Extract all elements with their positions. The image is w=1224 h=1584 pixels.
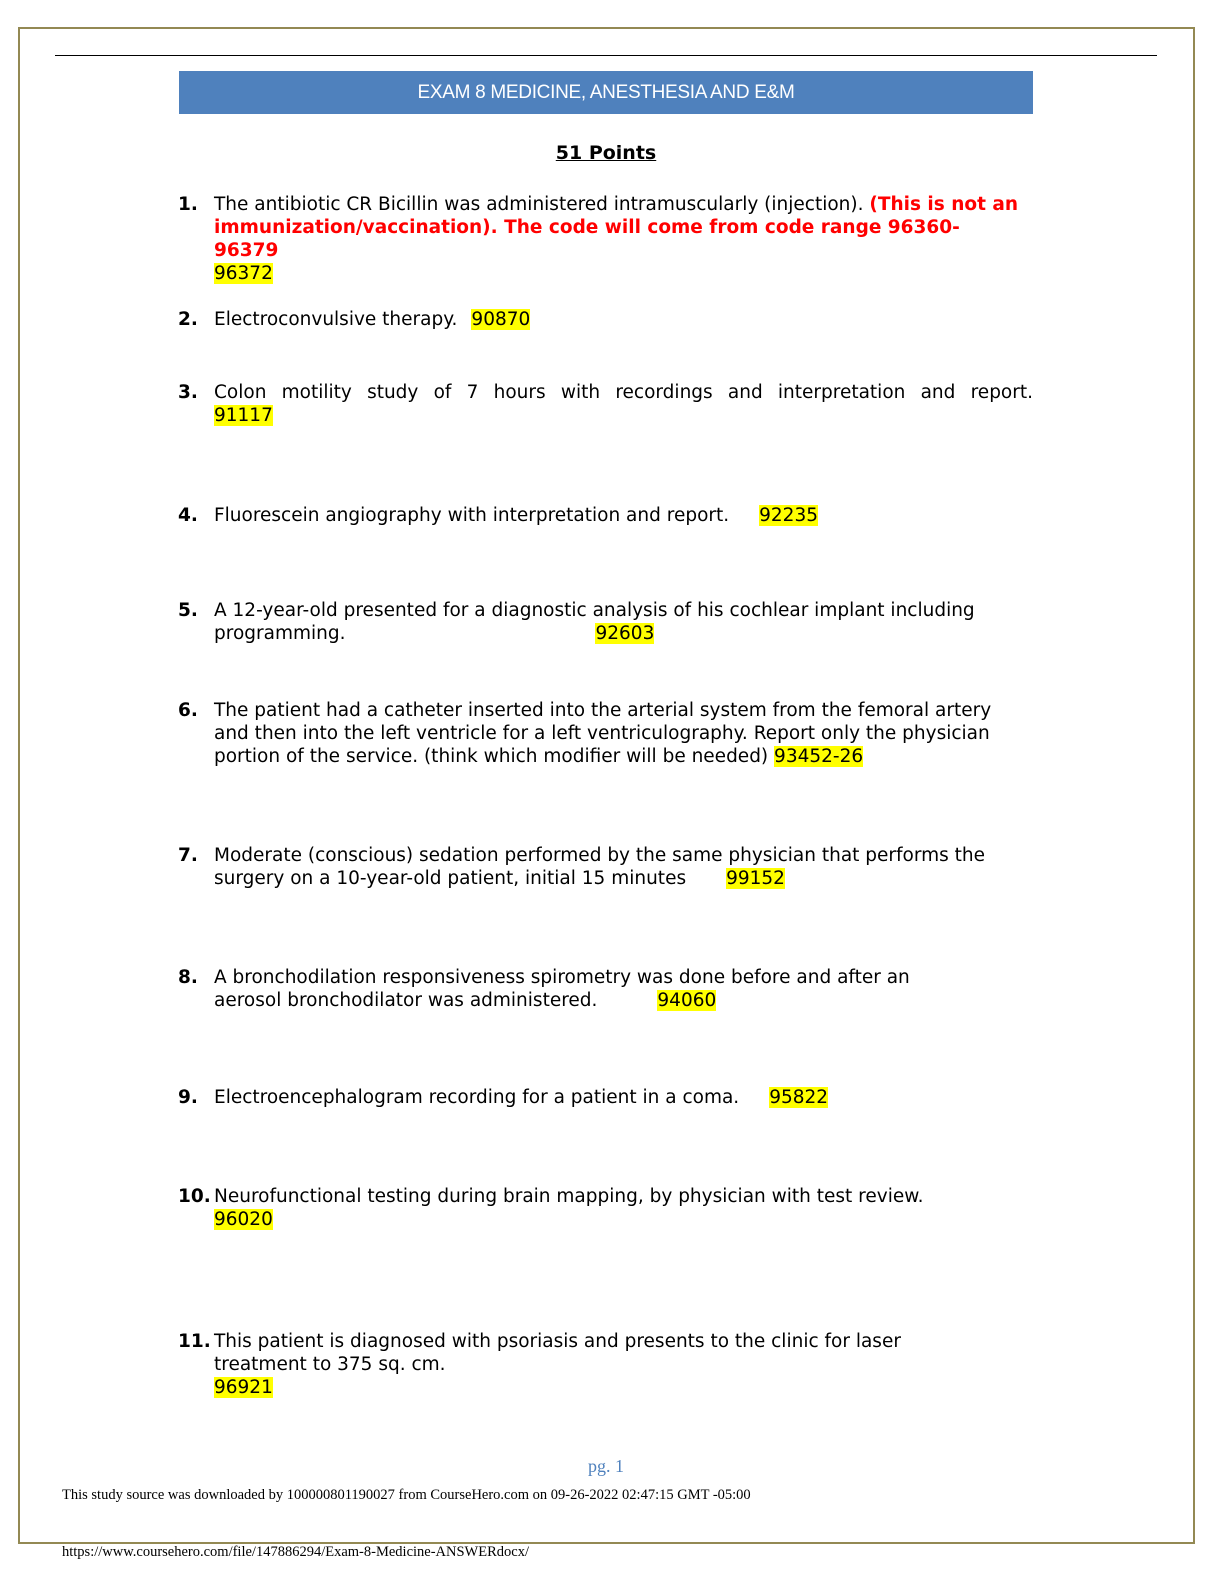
answer-code: 92235 <box>759 505 818 526</box>
answer-code: 96020 <box>214 1209 273 1230</box>
answer-code: 94060 <box>657 990 717 1011</box>
question-text: Electroencephalogram recording for a pat… <box>214 1087 740 1108</box>
question-text: The antibiotic CR Bicillin was administe… <box>214 194 870 215</box>
question-text: The patient had a catheter inserted into… <box>214 700 992 767</box>
question-8: 8. A bronchodilation responsiveness spir… <box>178 966 1033 1012</box>
question-number: 7. <box>178 845 198 866</box>
question-text: Moderate (conscious) sedation performed … <box>214 845 986 889</box>
question-5: 5. A 12-year-old presented for a diagnos… <box>178 599 1033 645</box>
download-note: This study source was downloaded by 1000… <box>62 1487 751 1503</box>
question-number: 8. <box>178 967 198 988</box>
header-rule <box>55 55 1157 56</box>
question-text: This patient is diagnosed with psoriasis… <box>214 1331 901 1375</box>
question-number: 3. <box>178 382 198 403</box>
answer-code: 96372 <box>214 263 273 284</box>
points-heading: 51 Points <box>555 142 657 164</box>
answer-code: 96921 <box>214 1377 273 1398</box>
question-number: 1. <box>178 194 198 215</box>
question-text: Colon motility study of 7 hours with rec… <box>214 382 1033 403</box>
question-number: 6. <box>178 700 198 721</box>
question-2: 2. Electroconvulsive therapy. 90870 <box>178 308 1033 331</box>
question-4: 4. Fluorescein angiography with interpre… <box>178 504 1033 527</box>
answer-code: 92603 <box>595 623 655 644</box>
question-number: 2. <box>178 309 198 330</box>
answer-code: 91117 <box>214 405 273 426</box>
question-11: 11. This patient is diagnosed with psori… <box>178 1330 1033 1399</box>
question-7: 7. Moderate (conscious) sedation perform… <box>178 844 1033 890</box>
question-text: Neurofunctional testing during brain map… <box>214 1186 924 1207</box>
page-number: pg. 1 <box>588 1456 624 1476</box>
question-10: 10. Neurofunctional testing during brain… <box>178 1185 1033 1231</box>
source-url[interactable]: https://www.coursehero.com/file/14788629… <box>62 1544 529 1560</box>
question-number: 5. <box>178 600 198 621</box>
question-6: 6. The patient had a catheter inserted i… <box>178 699 1033 768</box>
question-3: 3. Colon motility study of 7 hours with … <box>178 381 1033 427</box>
question-text: Fluorescein angiography with interpretat… <box>214 505 730 526</box>
answer-code: 93452-26 <box>774 746 864 767</box>
exam-title-banner: EXAM 8 MEDICINE, ANESTHESIA AND E&M <box>179 71 1033 114</box>
question-number: 10. <box>178 1186 211 1207</box>
answer-code: 95822 <box>769 1087 829 1108</box>
answer-code: 99152 <box>726 868 785 889</box>
page-border <box>18 27 1195 1544</box>
question-text: A 12-year-old presented for a diagnostic… <box>214 600 975 644</box>
question-9: 9. Electroencephalogram recording for a … <box>178 1086 1033 1109</box>
answer-code: 90870 <box>471 309 531 330</box>
question-number: 11. <box>178 1331 211 1352</box>
question-note: (This is not an immunization/vaccination… <box>214 194 1019 261</box>
question-text: A bronchodilation responsiveness spirome… <box>214 967 910 1011</box>
question-1: 1. The antibiotic CR Bicillin was admini… <box>178 193 1033 285</box>
question-text: Electroconvulsive therapy. <box>214 309 458 330</box>
question-number: 9. <box>178 1087 198 1108</box>
question-number: 4. <box>178 505 198 526</box>
